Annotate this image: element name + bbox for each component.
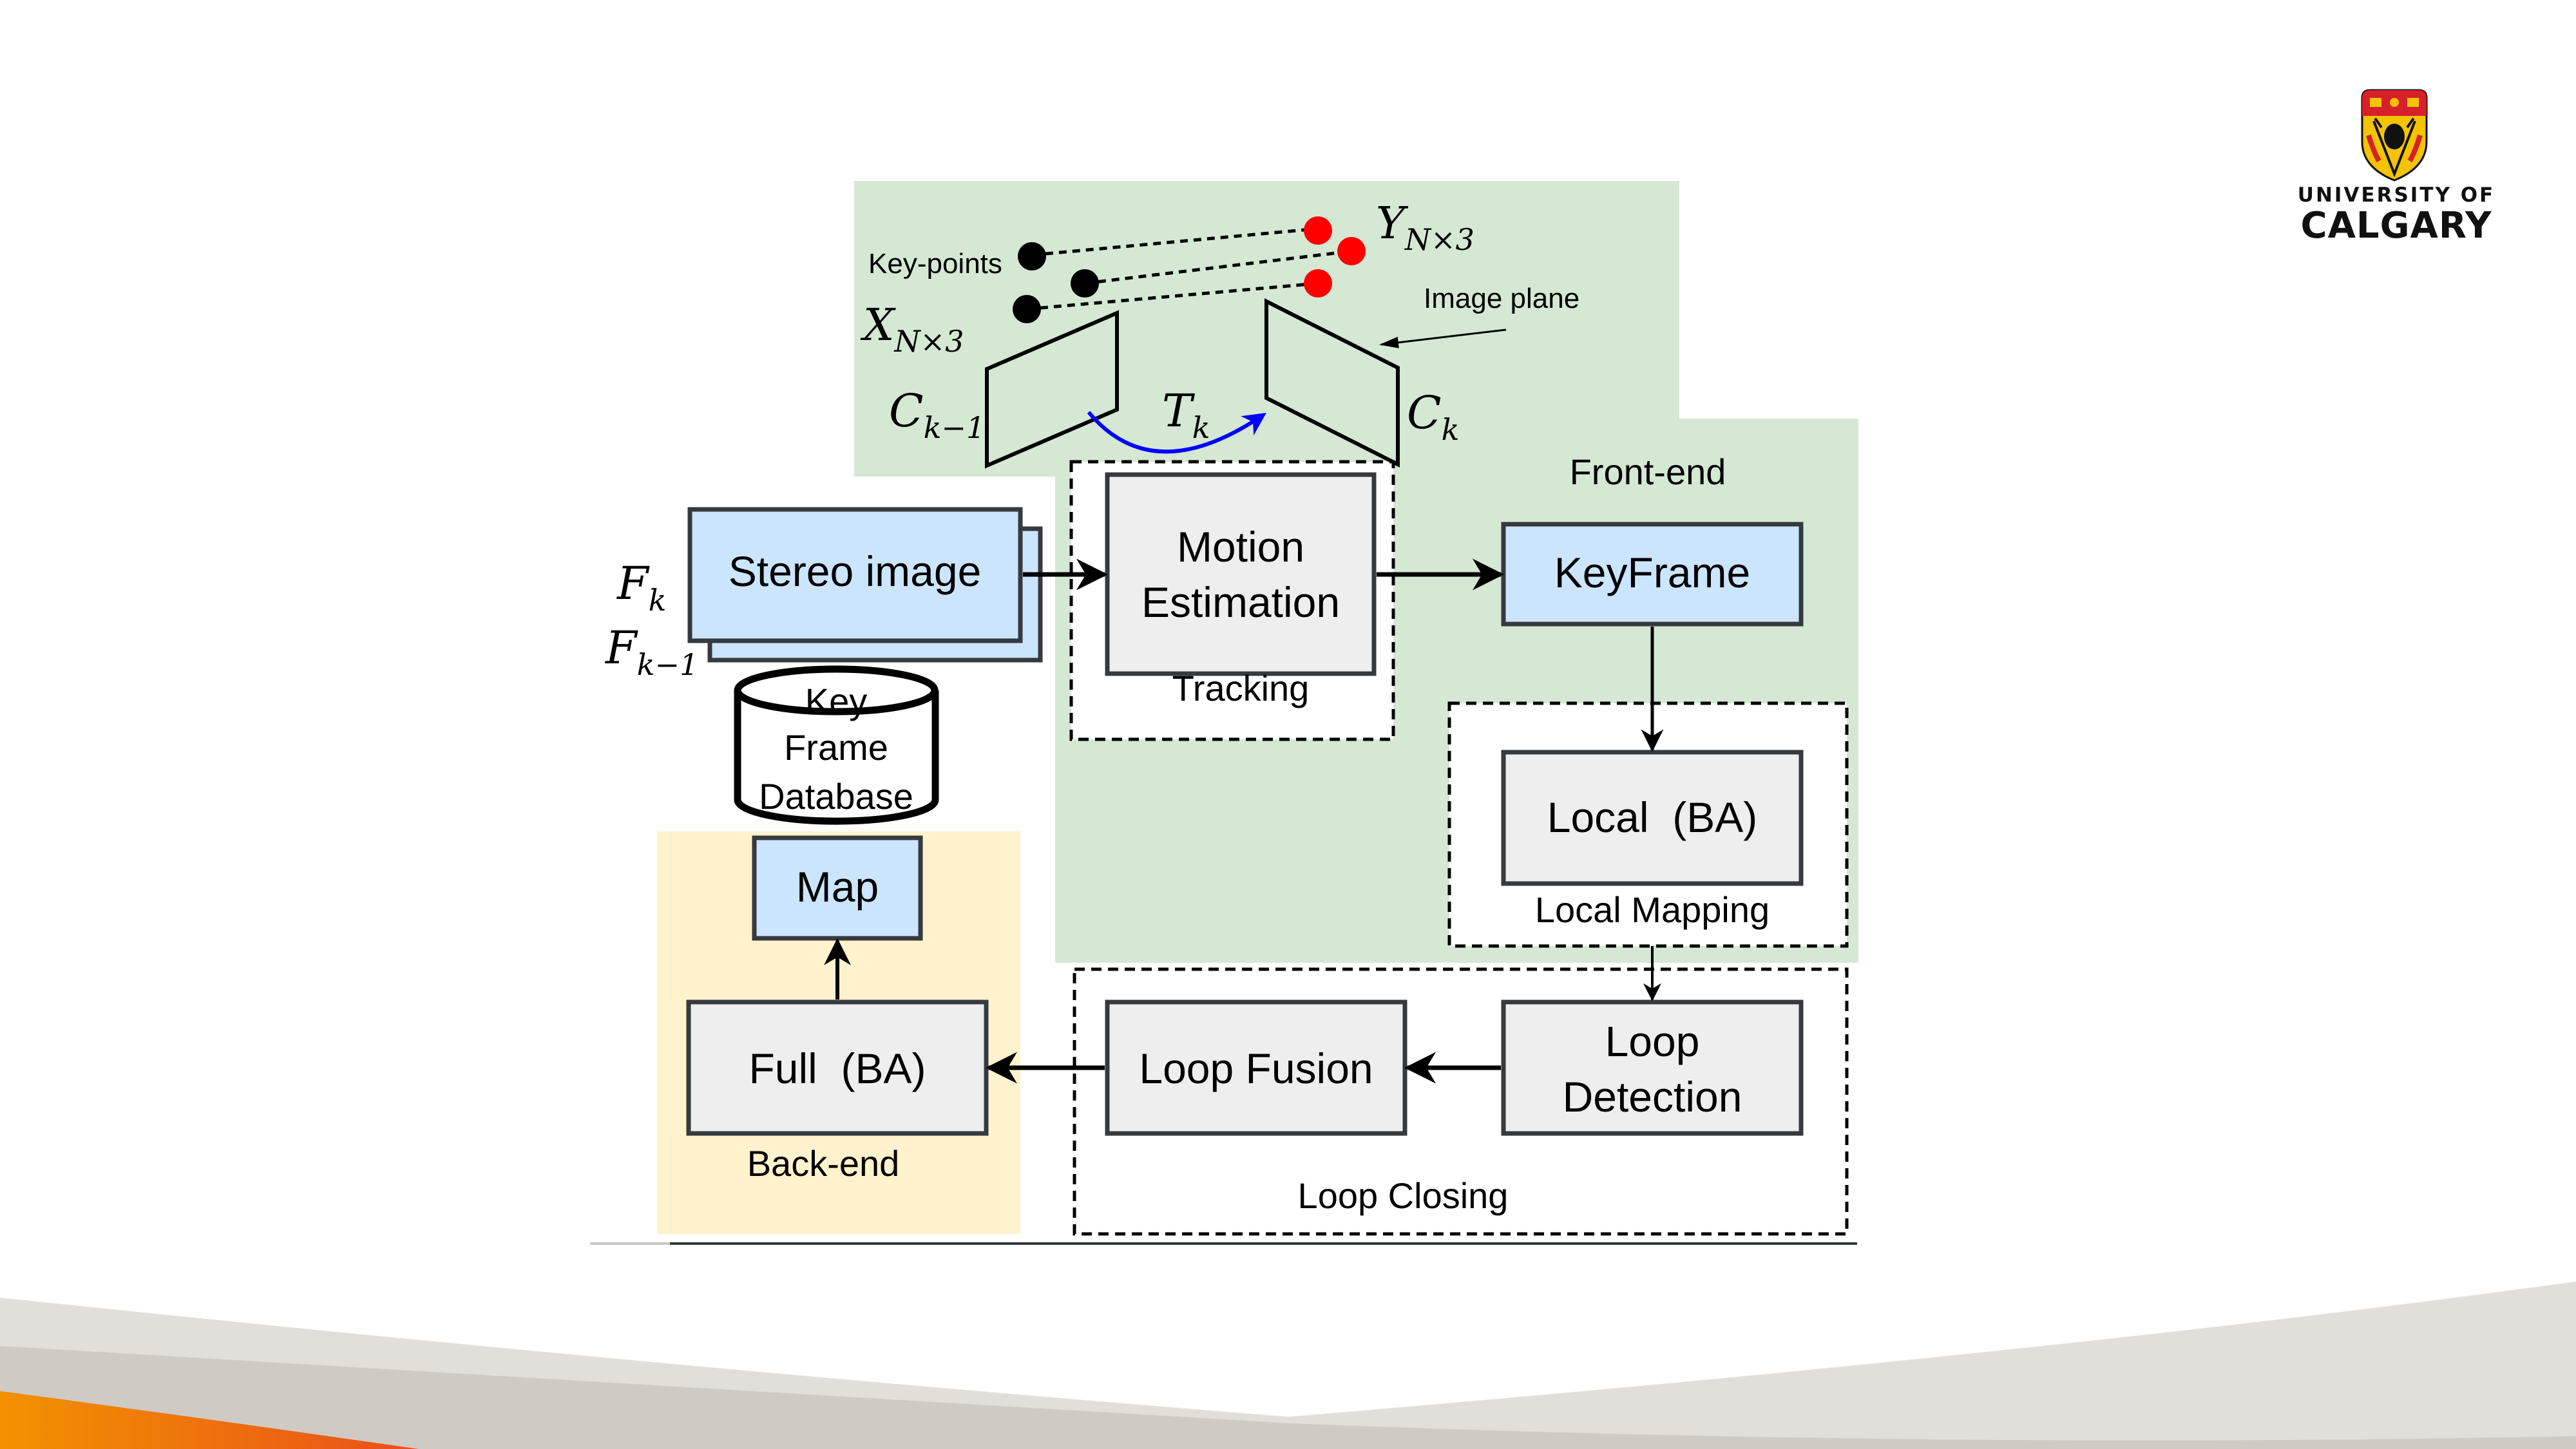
keypoint-dst-3 [1304,269,1332,298]
footer-decoration [0,1282,2576,1449]
keypoint-dst-1 [1304,216,1332,245]
loop-fusion-label: Loop Fusion [1139,1045,1373,1092]
image-plane-prev [985,310,1119,469]
y-label: YN×3 [1376,198,1474,257]
university-logo: UNIVERSITY OF CALGARY [2293,87,2499,245]
logo-line2: CALGARY [2300,205,2492,247]
image-plane-label: Image plane [1424,283,1579,314]
keypoint-src-1 [1018,242,1046,270]
back-end-title: Back-end [747,1143,900,1184]
full-ba-label: Full (BA) [749,1045,926,1092]
fk1-label: Fk−1 [604,621,698,682]
camera-geometry [985,216,1507,469]
logo-line1: UNIVERSITY OF [2297,184,2495,207]
keyframe-box[interactable]: KeyFrame [1501,522,1804,627]
loop-fusion-box[interactable]: Loop Fusion [1105,999,1407,1136]
front-end-title: Front-end [1570,451,1726,492]
stereo-image-box[interactable]: Stereo image [687,507,1023,643]
loop-detection-line1: Loop [1605,1018,1700,1065]
motion-estimation-box[interactable]: Motion Estimation [1105,472,1377,676]
t-label: Tk [1162,384,1210,445]
map-label: Map [796,863,879,911]
keyframe-label: KeyFrame [1554,549,1750,596]
fk-label: Fk [616,557,666,618]
keypoints-label: Key-points [868,248,1002,279]
local-ba-label: Local (BA) [1547,793,1757,841]
university-crest-icon [2361,89,2428,182]
keypoint-src-3 [1013,295,1041,323]
full-ba-box[interactable]: Full (BA) [686,999,989,1136]
stereo-image-label: Stereo image [729,547,982,595]
motion-transform-arrow [1087,411,1266,454]
local-ba-box[interactable]: Local (BA) [1501,750,1804,886]
keyframe-database[interactable]: Key Frame Database [734,665,939,825]
c-prev-label: Ck−1 [889,384,985,445]
loop-detection-line2: Detection [1563,1073,1742,1121]
motion-estimation-line1: Motion [1177,523,1304,571]
database-line2: Frame [784,727,888,768]
motion-estimation-line2: Estimation [1141,578,1340,626]
loop-detection-box[interactable]: Loop Detection [1501,999,1804,1136]
flow-arrows [824,558,1664,1084]
keypoint-src-2 [1071,269,1099,298]
x-label: XN×3 [860,300,964,359]
image-plane-curr [1264,298,1400,468]
map-box[interactable]: Map [752,835,923,941]
c-curr-label: Ck [1407,386,1459,447]
tracking-label: Tracking [1172,668,1310,708]
database-line3: Database [759,776,913,817]
keypoint-dst-2 [1337,237,1366,265]
database-line1: Key [805,681,868,721]
local-mapping-label: Local Mapping [1535,889,1770,930]
loop-closing-title: Loop Closing [1298,1175,1509,1216]
